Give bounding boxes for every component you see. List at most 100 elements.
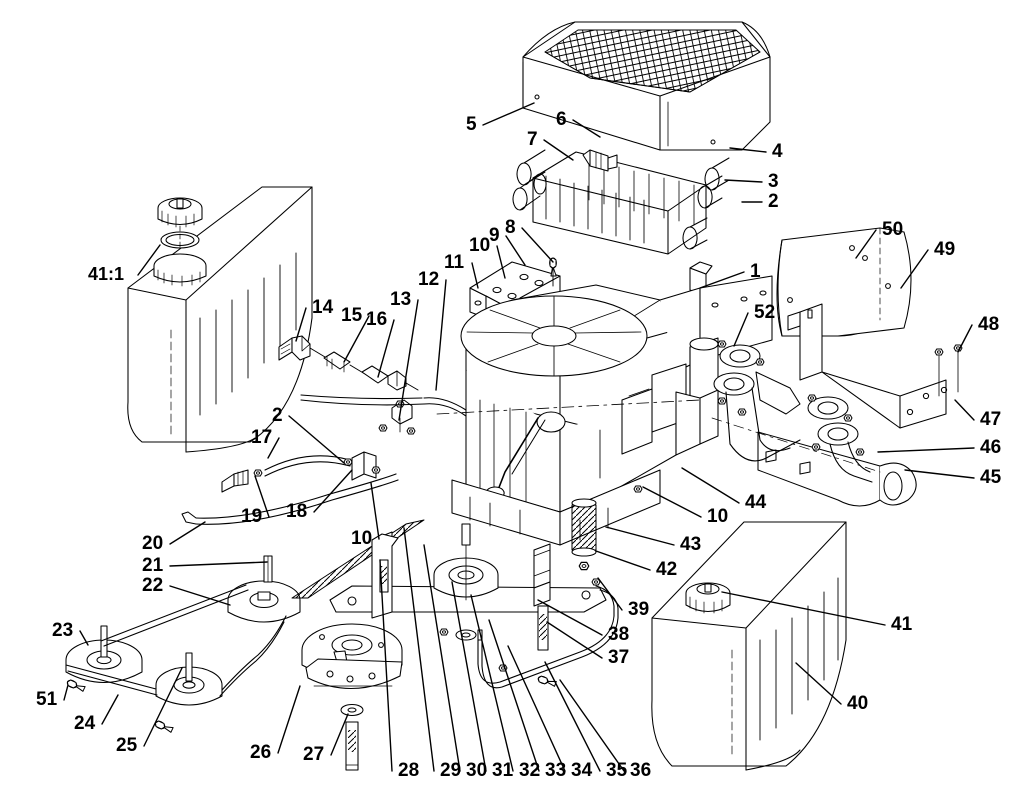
callout-number-15: 15: [341, 305, 363, 326]
leader-line-31: [451, 581, 487, 772]
callout-number-28: 28: [398, 760, 420, 781]
callout-number-27: 27: [303, 744, 325, 765]
leader-line-39: [597, 577, 623, 611]
callout-number-10: 10: [351, 528, 373, 549]
callout-number-20: 20: [142, 533, 164, 554]
callout-number-51: 51: [36, 689, 58, 710]
callout-number-43: 43: [680, 534, 702, 555]
leader-line-52: [733, 312, 749, 347]
leader-line-43: [605, 526, 675, 546]
callout-number-9: 9: [489, 225, 500, 246]
leader-line-16: [377, 319, 395, 378]
callout-number-42: 42: [656, 559, 678, 580]
leader-line-30: [423, 544, 461, 772]
leader-line-21: [169, 561, 268, 567]
callout-number-21: 21: [142, 555, 164, 576]
leader-line-42: [595, 550, 651, 571]
leader-line-12: [435, 279, 447, 391]
leader-line-27: [330, 713, 349, 756]
callout-number-5: 5: [466, 114, 477, 135]
callout-number-34: 34: [571, 760, 593, 781]
leader-line-44: [681, 467, 740, 504]
callout-number-25: 25: [116, 735, 138, 756]
leader-line-47: [954, 399, 975, 421]
leader-line-25: [143, 667, 183, 747]
callout-number-36: 36: [630, 760, 652, 781]
leader-line-49: [900, 249, 929, 289]
callout-number-50: 50: [882, 219, 904, 240]
callout-number-13: 13: [390, 289, 412, 310]
fuel-hose-assembly-part: [181, 451, 399, 525]
leader-line-3: [724, 179, 763, 183]
callout-number-14: 14: [312, 297, 334, 318]
callout-number-33: 33: [545, 760, 567, 781]
callout-number-8: 8: [505, 217, 516, 238]
leader-line-50: [855, 229, 877, 259]
leader-line-37: [546, 621, 603, 659]
callout-number-35: 35: [606, 760, 628, 781]
callout-number-41-1: 41:1: [88, 264, 125, 284]
leader-line-28: [379, 559, 393, 772]
air-cleaner-cover-part: [522, 21, 771, 151]
callout-number-47: 47: [980, 409, 1002, 430]
callout-number-30: 30: [466, 760, 488, 781]
callout-number-11: 11: [444, 252, 465, 273]
idler-and-spring-part: [291, 485, 643, 689]
leader-line-13: [398, 299, 419, 421]
callout-number-49: 49: [934, 239, 956, 260]
belt-and-pulley-part: [65, 555, 301, 735]
callout-number-22: 22: [142, 575, 164, 596]
callout-number-46: 46: [980, 437, 1002, 458]
callout-number-32: 32: [519, 760, 541, 781]
leader-line-14: [295, 307, 307, 342]
leader-line-38: [537, 599, 603, 636]
leader-line-35: [544, 661, 601, 772]
leader-line-36: [559, 679, 625, 772]
callout-number-7: 7: [527, 129, 538, 150]
callout-number-26: 26: [250, 742, 272, 763]
callout-number-18: 18: [286, 501, 308, 522]
callout-number-19: 19: [241, 506, 263, 527]
callout-number-48: 48: [978, 314, 1000, 335]
electric-clutch-part: [301, 623, 403, 771]
left-fuel-tank-part: [127, 186, 313, 453]
callout-number-17: 17: [251, 427, 273, 448]
leader-line-51: [63, 684, 69, 701]
callout-number-41: 41: [891, 614, 913, 635]
right-fuel-tank-part: [651, 521, 847, 771]
leader-line-11: [471, 262, 479, 289]
engine-block-part: [436, 275, 773, 546]
leader-line-41-1: [137, 244, 161, 276]
callout-number-4: 4: [772, 141, 783, 162]
leader-line-26: [277, 685, 301, 754]
callout-number-1: 1: [750, 261, 761, 282]
leader-line-45: [904, 469, 975, 479]
leader-line-10: [496, 245, 506, 279]
callout-number-6: 6: [556, 109, 567, 130]
leader-line-8: [521, 227, 554, 263]
callout-number-40: 40: [847, 693, 869, 714]
callout-number-39: 39: [628, 599, 650, 620]
leader-line-4: [729, 147, 767, 153]
callout-number-44: 44: [745, 492, 767, 513]
leader-line-32: [470, 594, 514, 772]
leader-line-5: [482, 102, 535, 126]
callout-number-37: 37: [608, 647, 630, 668]
leader-line-10: [370, 482, 380, 540]
callout-number-29: 29: [440, 760, 462, 781]
callout-number-10: 10: [469, 235, 491, 256]
leader-line-17: [267, 437, 280, 459]
callout-number-38: 38: [608, 624, 630, 645]
leader-line-34: [507, 645, 566, 772]
leader-line-40: [795, 662, 842, 705]
leader-line-33: [488, 619, 540, 772]
leader-line-6: [572, 119, 601, 138]
callout-number-52: 52: [754, 302, 776, 323]
oil-cooler-part: [512, 149, 730, 255]
callout-number-16: 16: [366, 309, 388, 330]
callout-number-31: 31: [492, 760, 514, 781]
callout-number-24: 24: [74, 713, 96, 734]
callout-number-23: 23: [52, 620, 74, 641]
leader-line-18: [313, 469, 353, 513]
leader-line-20: [169, 521, 206, 545]
